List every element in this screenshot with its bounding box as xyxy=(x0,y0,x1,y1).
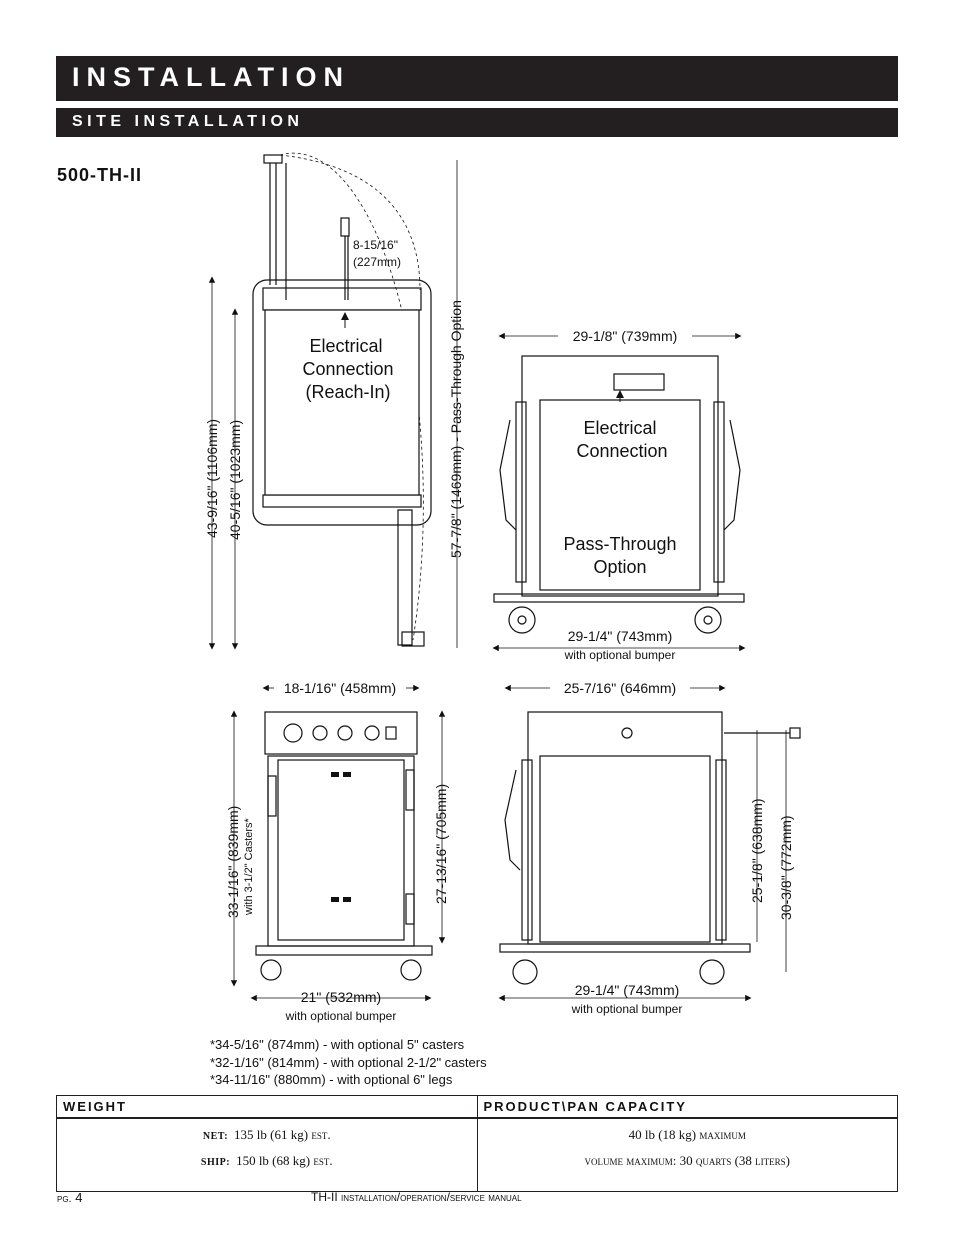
dim-top-width-bottom: 18-1/16" (458mm) xyxy=(284,680,396,696)
dim-rear-inner-height: 25-1/8" (638mm) xyxy=(749,798,765,903)
weight-header: WEIGHT xyxy=(56,1095,478,1119)
callout-pass-through-line1: Pass-Through xyxy=(563,534,676,554)
ship-weight-value: 150 lb (68 kg) xyxy=(236,1153,311,1168)
ship-weight-suffix: est. xyxy=(313,1153,333,1168)
ship-label: SHIP: xyxy=(200,1157,231,1168)
dim-front-width: 29-1/8" (739mm) xyxy=(573,328,678,344)
spec-table: WEIGHT PRODUCT\PAN CAPACITY NET: 135 lb (… xyxy=(56,1095,898,1192)
volume-unit: quarts xyxy=(695,1153,732,1168)
door-latches xyxy=(331,772,351,902)
dim-overall-height: 43-9/16" (1106mm) xyxy=(204,419,220,538)
capacity-value: 40 lb (18 kg) xyxy=(628,1127,697,1142)
drawing-front-view-bottom xyxy=(230,684,446,1002)
dim-door-height: 27-13/16" (705mm) xyxy=(433,784,449,904)
dim-inner-height: 40-5/16" (1023mm) xyxy=(227,420,243,540)
net-weight-suffix: est. xyxy=(311,1127,331,1142)
weight-cell: NET: 135 lb (61 kg) est. SHIP: 150 lb (68 … xyxy=(56,1117,478,1192)
technical-drawings: 43-9/16" (1106mm) 40-5/16" (1023mm) 57-7… xyxy=(204,152,801,1023)
dim-bottom-width: 21" (532mm) xyxy=(301,989,381,1005)
dim-plug-length-mm: (227mm) xyxy=(353,255,401,269)
manual-title: TH-II installation/operation/service man… xyxy=(311,1190,522,1204)
subsection-title: SITE INSTALLATION xyxy=(72,113,304,130)
net-weight-row: NET: 135 lb (61 kg) est. xyxy=(57,1125,477,1151)
drawing-rear-view-bottom xyxy=(498,684,801,1002)
drawing-front-view-top xyxy=(492,332,746,652)
callout-electrical-reach-in-line2: Connection xyxy=(302,359,393,379)
volume-liters-unit: liters xyxy=(755,1153,786,1168)
dim-plug-length: 8-15/16" xyxy=(353,238,398,252)
dim-rear-top-width: 25-7/16" (646mm) xyxy=(564,680,676,696)
dim-rear-bumper-width: 29-1/4" (743mm) xyxy=(575,982,680,998)
section-title: INSTALLATION xyxy=(72,62,350,92)
section-title-bar: INSTALLATION xyxy=(56,56,898,101)
volume-close: ) xyxy=(785,1153,791,1168)
subsection-title-bar: SITE INSTALLATION xyxy=(56,108,898,137)
page-number-value: 4 xyxy=(75,1190,83,1205)
callout-pass-through-line2: Option xyxy=(593,557,646,577)
model-heading: 500-TH-II xyxy=(57,165,143,185)
callout-electrical-reach-in-line3: (Reach-In) xyxy=(305,382,390,402)
bumper-note-bottom-right: with optional bumper xyxy=(571,1002,683,1016)
net-label: NET: xyxy=(202,1131,229,1142)
bumper-note-bottom-left: with optional bumper xyxy=(285,1009,397,1023)
caster-note-1: *34-5/16" (874mm) - with optional 5" cas… xyxy=(210,1037,465,1052)
volume-row: volume maximum: 30 quarts (38 liters) xyxy=(478,1151,898,1177)
drawing-side-view-top xyxy=(208,152,458,650)
net-weight-value: 135 lb (61 kg) xyxy=(234,1127,309,1142)
dim-pass-through-height: 57-7/8" (1469mm) - Pass-Through Option xyxy=(448,300,464,558)
capacity-header: PRODUCT\PAN CAPACITY xyxy=(476,1095,898,1119)
volume-label: volume maximum: xyxy=(584,1153,677,1168)
callout-electrical-reach-in-line1: Electrical xyxy=(309,336,382,356)
dim-rear-outer-height: 30-3/8" (772mm) xyxy=(778,815,794,920)
callout-electrical-line2: Connection xyxy=(576,441,667,461)
caster-note-3: *34-11/16" (880mm) - with optional 6" le… xyxy=(210,1072,453,1087)
capacity-suffix: maximum xyxy=(699,1127,746,1142)
dim-bumper-width-top: 29-1/4" (743mm) xyxy=(568,628,673,644)
volume-liters: (38 xyxy=(734,1153,752,1168)
manual-model: TH-II xyxy=(311,1190,338,1204)
manual-title-text: installation/operation/service manual xyxy=(341,1190,522,1204)
volume-value: 30 xyxy=(679,1153,693,1168)
dim-height-caster-note: with 3-1/2" Casters* xyxy=(243,817,255,916)
capacity-cell: 40 lb (18 kg) maximum volume maximum: 30… xyxy=(476,1117,898,1192)
ship-weight-row: SHIP: 150 lb (68 kg) est. xyxy=(57,1151,477,1177)
caster-note-2: *32-1/16" (814mm) - with optional 2-1/2"… xyxy=(210,1055,487,1070)
capacity-row: 40 lb (18 kg) maximum xyxy=(478,1125,898,1151)
callout-electrical-line1: Electrical xyxy=(583,418,656,438)
page-number: pg. 4 xyxy=(57,1190,82,1205)
bumper-note-top: with optional bumper xyxy=(564,648,676,662)
page-prefix: pg. xyxy=(57,1193,72,1205)
dim-overall-height-bottom: 33-1/16" (839mm) xyxy=(225,806,241,918)
